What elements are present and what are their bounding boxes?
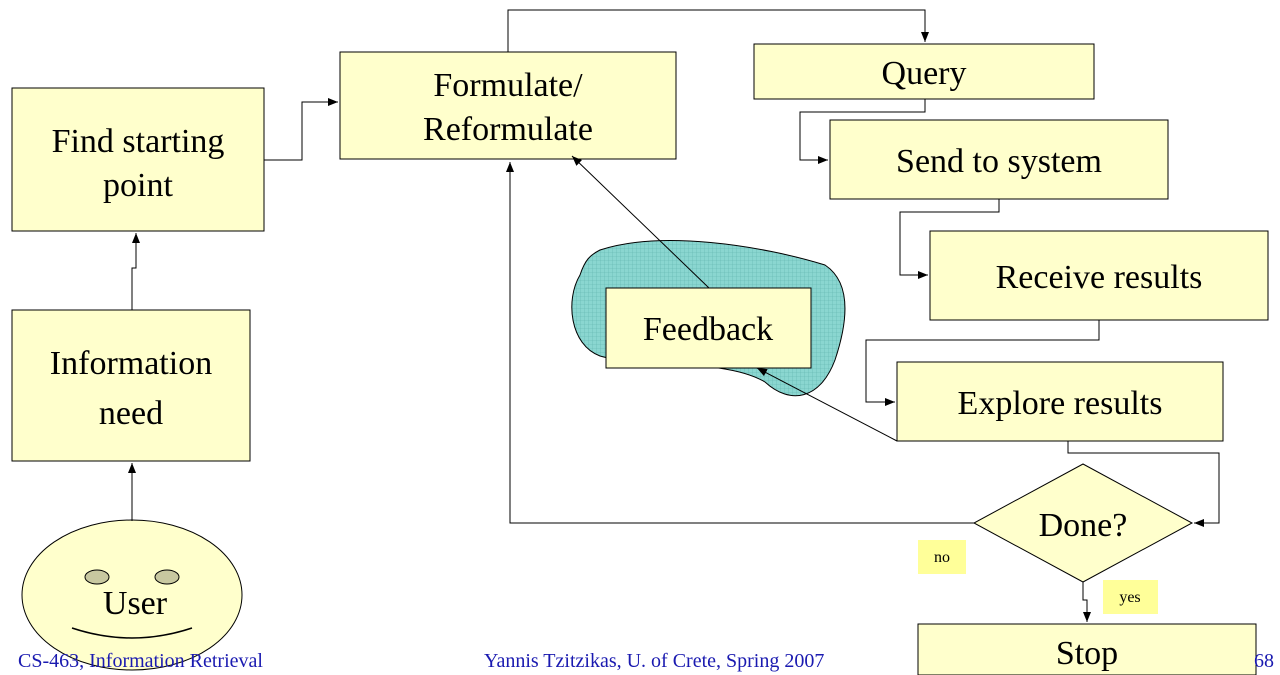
left-eye-icon — [84, 569, 110, 585]
done-label: Done? — [1039, 507, 1128, 544]
send-to-system-box — [829, 119, 1169, 200]
connector-query-to-send — [799, 99, 926, 164]
footer-page-number: 68 — [1254, 650, 1274, 672]
no-label: no — [934, 549, 950, 566]
connector-explore-to-done — [1067, 441, 1220, 527]
formulate-line2: Reformulate — [423, 111, 593, 148]
connector-start-to-formulate — [264, 98, 338, 161]
right-eye-icon — [154, 569, 180, 585]
connector-need-to-start — [131, 233, 140, 310]
receive-results-box — [929, 230, 1269, 321]
feedback-label: Feedback — [643, 311, 773, 348]
connector-done-yes-to-stop — [1082, 582, 1091, 622]
query-label: Query — [882, 55, 967, 92]
connector-explore-to-feedback — [756, 367, 898, 442]
explore-results-box — [896, 361, 1224, 442]
receive-results-label: Receive results — [996, 259, 1203, 296]
find-starting-point-line2: point — [103, 167, 173, 204]
feedback-box — [605, 287, 812, 369]
footer-course: CS-463, Information Retrieval — [18, 650, 263, 672]
information-need-box — [11, 309, 251, 462]
footer-author: Yannis Tzitzikas, U. of Crete, Spring 20… — [484, 650, 825, 672]
connector-send-to-receive — [899, 199, 1000, 279]
information-need-line2: need — [99, 395, 163, 432]
yes-label: yes — [1119, 589, 1140, 606]
smile-icon — [71, 627, 193, 639]
formulate-line1: Formulate/ — [433, 67, 583, 104]
connector-formulate-to-query — [507, 9, 929, 52]
send-to-system-label: Send to system — [896, 143, 1102, 180]
information-need-line1: Information — [50, 345, 212, 382]
formulate-box — [339, 51, 677, 160]
find-starting-point-box — [11, 87, 265, 232]
query-box — [753, 43, 1095, 100]
find-starting-point-line1: Find starting — [52, 123, 225, 160]
connector-feedback-to-formulate — [571, 155, 710, 289]
connector-receive-to-explore — [865, 320, 1100, 406]
user-label: User — [103, 585, 168, 622]
yes-label-box — [1103, 580, 1158, 614]
connector-done-no-to-formulate — [506, 162, 974, 524]
no-label-box — [918, 540, 966, 574]
explore-results-label: Explore results — [958, 385, 1163, 422]
stop-label: Stop — [1056, 635, 1118, 672]
stop-box — [917, 623, 1257, 675]
